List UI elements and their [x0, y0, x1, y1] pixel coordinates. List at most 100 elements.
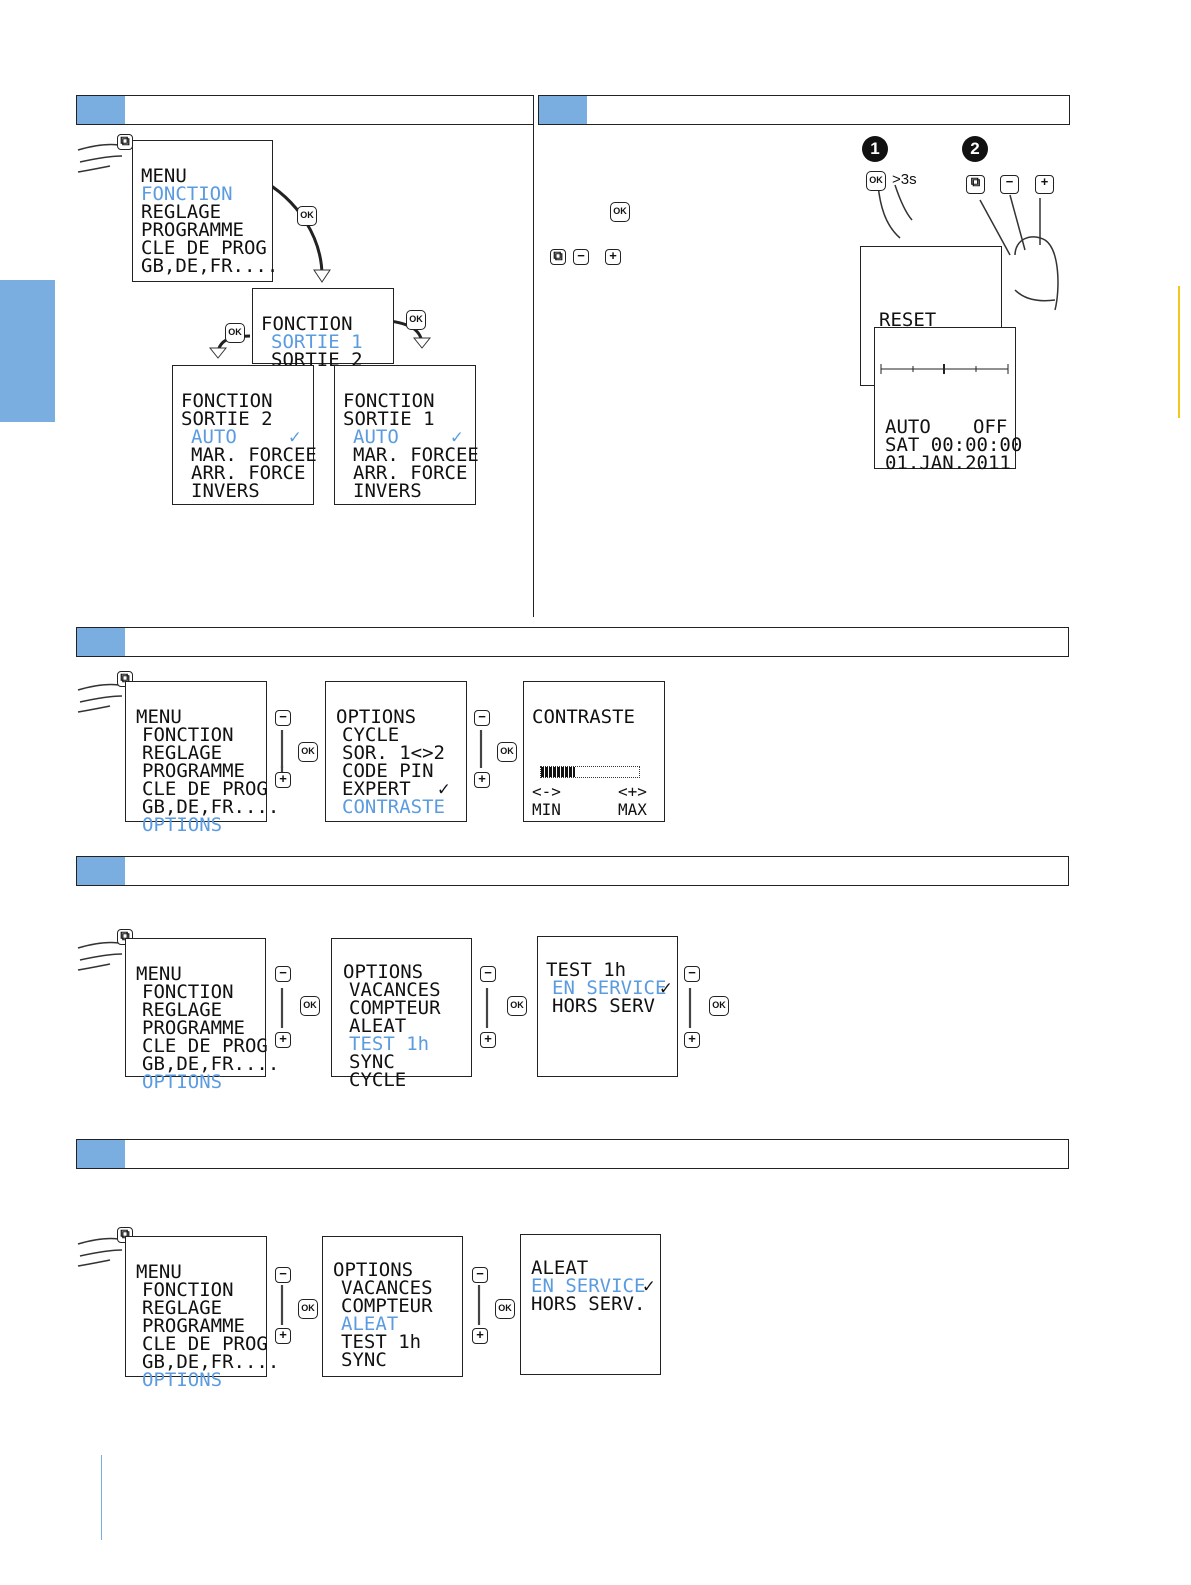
lcd-line-selected: SORTIE 1: [271, 331, 363, 353]
contrast-bar: [540, 766, 640, 778]
lcd-line-selected: AUTO: [353, 426, 399, 448]
lcd-line: REGLAGE: [142, 999, 223, 1021]
lcd-line-selected: OPTIONS: [142, 1071, 223, 1093]
reset-label: RESET: [879, 309, 937, 331]
lcd-line: PROGRAMME: [142, 1315, 245, 1337]
lcd-line-selected: FONCTION: [141, 183, 233, 205]
lcd-line: HORS SERV: [552, 995, 655, 1017]
section-tag: [77, 628, 125, 656]
lcd-line: GB,DE,FR....: [142, 796, 280, 818]
lcd-line: CODE PIN: [342, 760, 434, 782]
section-header-3: [76, 627, 1069, 657]
ok-button-icon: OK: [406, 310, 426, 330]
lcd-line: COMPTEUR: [349, 997, 441, 1019]
lcd-line: VACANCES: [349, 979, 441, 1001]
edge-marker: [1178, 286, 1180, 418]
lcd-line: SYNC: [349, 1051, 395, 1073]
lcd-line-selected: EN SERVICE: [531, 1275, 646, 1297]
lcd-line: FONCTION: [142, 724, 234, 746]
lcd-line-selected: EN SERVICE: [552, 977, 667, 999]
lcd-line: REGLAGE: [141, 201, 222, 223]
lcd-line-selected: OPTIONS: [142, 1369, 223, 1391]
minus-icon: −: [472, 1267, 488, 1283]
ok-button-icon: OK: [507, 996, 527, 1016]
check-icon: ✓: [451, 426, 463, 448]
lcd-line: GB,DE,FR....: [142, 1053, 280, 1075]
lcd-line: FONCTION: [142, 1279, 234, 1301]
lcd-line: EXPERT: [342, 778, 411, 800]
footer-rule: [101, 1455, 102, 1540]
ok-button-icon: OK: [298, 742, 318, 762]
plus-icon: +: [275, 1032, 291, 1048]
ok-button-icon: OK: [300, 996, 320, 1016]
minus-icon: −: [474, 710, 490, 726]
lcd-line: SORTIE 2: [271, 349, 363, 371]
copy-icon: ⧉: [966, 175, 985, 194]
section-header-5: [76, 1139, 1069, 1169]
lcd-line: GB,DE,FR....: [141, 255, 279, 277]
lcd-line: SORTIE 1: [343, 408, 435, 430]
lcd-line-selected: TEST 1h: [349, 1033, 430, 1055]
state-value: OFF: [973, 416, 1008, 438]
lcd-line: ALEAT: [531, 1257, 589, 1279]
time-value: SAT 00:00:00: [885, 434, 1023, 456]
lcd-line: SYNC: [341, 1349, 387, 1371]
contrast-min-label: MIN: [532, 800, 561, 819]
lcd-line: MENU: [136, 1261, 182, 1283]
lcd-line: REGLAGE: [142, 742, 223, 764]
lcd-line: MAR. FORCEE: [191, 444, 317, 466]
lcd-line: COMPTEUR: [341, 1295, 433, 1317]
check-icon: ✓: [289, 426, 301, 448]
lcd-line: PROGRAMME: [141, 219, 244, 241]
ok-button-icon: OK: [497, 742, 517, 762]
minus-icon: −: [275, 1267, 291, 1283]
lcd-line: FONCTION: [261, 313, 353, 335]
contrast-plus-label: <+>: [618, 782, 647, 801]
section-tag: [77, 96, 125, 124]
section-tag: [77, 857, 125, 885]
column-divider: [533, 125, 534, 617]
section-tag: [77, 1140, 125, 1168]
plus-icon: +: [275, 1328, 291, 1344]
section-header-1: [76, 95, 534, 125]
timeline-scale: [880, 364, 1009, 374]
minus-icon: −: [684, 966, 700, 982]
lcd-line: CLE DE PROG: [141, 237, 267, 259]
lcd-line: TEST 1h: [546, 959, 627, 981]
lcd-line: HORS SERV.: [531, 1293, 646, 1315]
contrast-bar-fill: [541, 767, 576, 777]
plus-icon: +: [605, 249, 621, 265]
section-tag: [539, 96, 587, 124]
plus-icon: +: [472, 1328, 488, 1344]
lcd-line: CLE DE PROG: [142, 778, 268, 800]
ok-button-icon: OK: [610, 202, 630, 222]
lcd-line: VACANCES: [341, 1277, 433, 1299]
contraste-title: CONTRASTE: [532, 706, 635, 728]
ok-button-icon: OK: [709, 996, 729, 1016]
check-icon: ✓: [438, 778, 450, 800]
date-value: 01.JAN.2011: [885, 452, 1011, 474]
lcd-line: CYCLE: [342, 724, 400, 746]
ok-button-icon: OK: [866, 171, 886, 191]
plus-icon: +: [480, 1032, 496, 1048]
lcd-line-selected: OPTIONS: [142, 814, 223, 836]
lcd-line: CYCLE: [349, 1069, 407, 1091]
lcd-line: ALEAT: [349, 1015, 407, 1037]
lcd-line: OPTIONS: [333, 1259, 414, 1281]
copy-icon: ⧉: [550, 249, 566, 265]
lcd-line: CLE DE PROG: [142, 1035, 268, 1057]
step-number-2: 2: [962, 136, 988, 162]
lcd-line: FONCTION: [343, 390, 435, 412]
lcd-line: MENU: [136, 963, 182, 985]
ok-button-icon: OK: [298, 1299, 318, 1319]
ok-button-icon: OK: [297, 206, 317, 226]
minus-icon: −: [1000, 175, 1019, 194]
